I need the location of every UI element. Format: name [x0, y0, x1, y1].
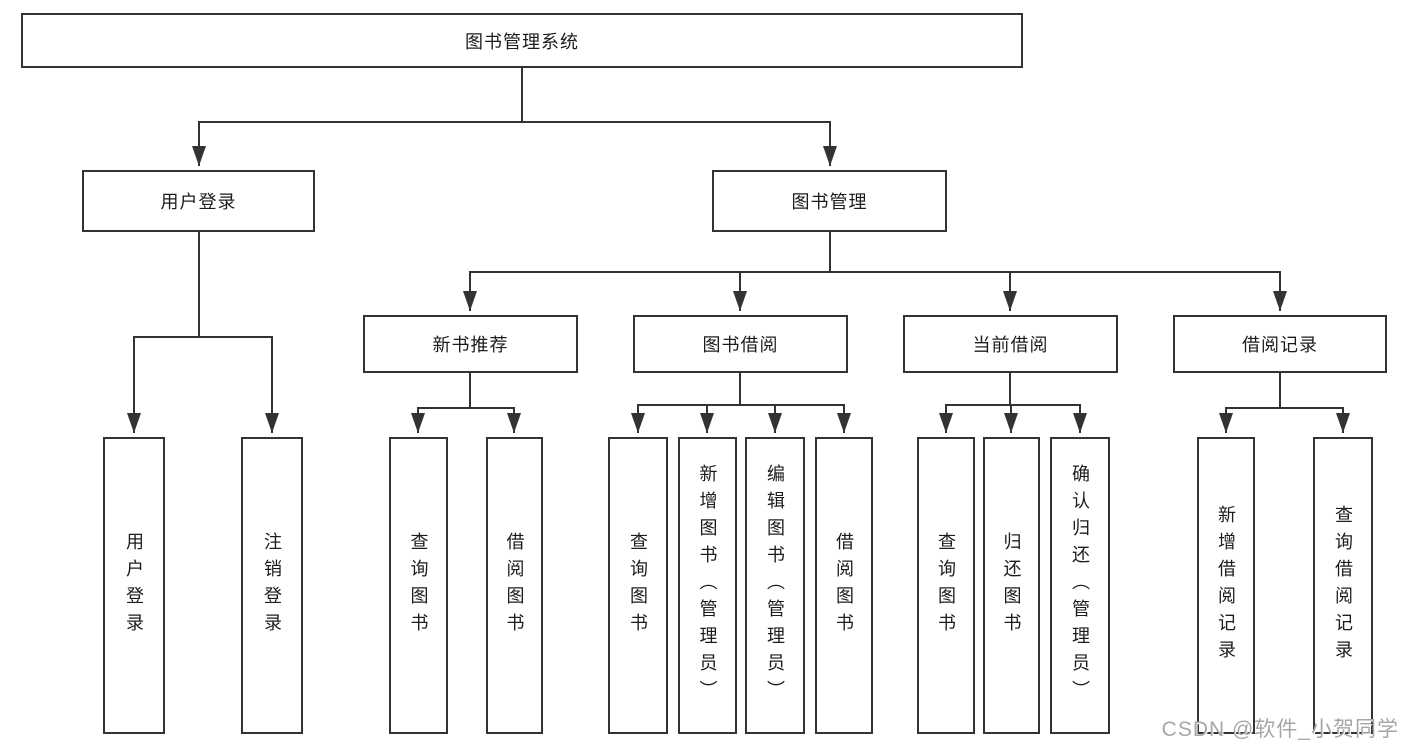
node-label: 用户登录	[160, 192, 237, 212]
node-label: 归还图书	[1001, 531, 1022, 640]
node-add-books-admin: 新增图书（管理员）	[678, 437, 737, 734]
node-label: 新书推荐	[432, 335, 509, 355]
node-borrowing-records: 借阅记录	[1173, 315, 1387, 373]
node-borrow-books-leaf: 借阅图书	[815, 437, 873, 734]
node-label: 图书管理系统	[465, 31, 579, 52]
node-edit-books-admin: 编辑图书（管理员）	[745, 437, 805, 734]
node-label: 借阅图书	[834, 531, 854, 640]
node-label: 当前借阅	[972, 335, 1049, 355]
node-logout-leaf: 注销登录	[241, 437, 303, 734]
node-book-borrowing: 图书借阅	[633, 315, 848, 373]
node-label: 借阅图书	[504, 531, 525, 640]
node-book-management: 图书管理	[712, 170, 947, 232]
node-label: 查询借阅记录	[1333, 504, 1353, 667]
node-label: 注销登录	[262, 531, 282, 640]
node-user-login: 用户登录	[82, 170, 315, 232]
node-label: 借阅记录	[1242, 335, 1318, 355]
node-user-login-leaf: 用户登录	[103, 437, 165, 734]
node-label: 新增借阅记录	[1216, 504, 1236, 667]
node-label: 图书管理	[791, 192, 868, 212]
node-label: 查询图书	[408, 531, 429, 640]
node-new-book-recommend: 新书推荐	[363, 315, 578, 373]
node-label: 查询图书	[936, 531, 956, 640]
node-query-books-borrowing: 查询图书	[608, 437, 668, 734]
node-query-borrow-record: 查询借阅记录	[1313, 437, 1373, 734]
node-query-books-current: 查询图书	[917, 437, 975, 734]
node-label: 编辑图书（管理员）	[765, 464, 785, 707]
node-label: 用户登录	[124, 531, 144, 640]
node-confirm-return-admin: 确认归还（管理员）	[1050, 437, 1110, 734]
node-return-books: 归还图书	[983, 437, 1040, 734]
node-label: 查询图书	[628, 531, 648, 640]
node-borrow-books-recommend: 借阅图书	[486, 437, 543, 734]
node-label: 确认归还（管理员）	[1070, 464, 1090, 707]
node-current-borrowing: 当前借阅	[903, 315, 1118, 373]
csdn-watermark: CSDN @软件_小贺同学	[1161, 718, 1399, 741]
node-label: 新增图书（管理员）	[697, 464, 718, 707]
node-add-borrow-record: 新增借阅记录	[1197, 437, 1255, 734]
node-root: 图书管理系统	[21, 13, 1023, 68]
node-label: 图书借阅	[702, 335, 779, 355]
node-query-books-recommend: 查询图书	[389, 437, 448, 734]
